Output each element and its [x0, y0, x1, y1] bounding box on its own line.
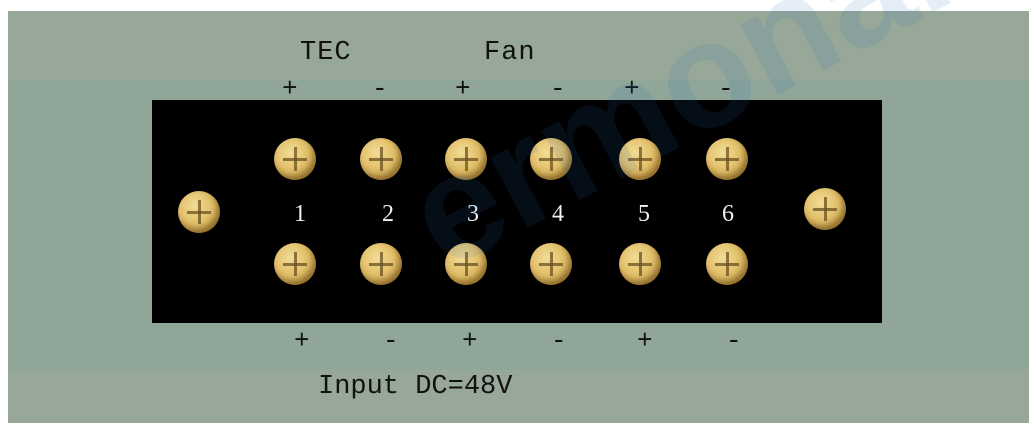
terminal-bottom-3: [445, 243, 487, 285]
bottom-sign-2: -: [383, 326, 399, 356]
top-sign-1: +: [282, 74, 298, 104]
terminal-bottom-2: [360, 243, 402, 285]
top-sign-4: -: [550, 74, 566, 104]
terminal-top-5: [619, 138, 661, 180]
terminal-top-1: [274, 138, 316, 180]
terminal-top-3: [445, 138, 487, 180]
terminal-right: [804, 188, 846, 230]
pin-number-4: 4: [552, 201, 564, 227]
top-sign-6: -: [718, 74, 734, 104]
terminal-left: [178, 191, 220, 233]
top-sign-5: +: [624, 74, 640, 104]
bottom-sign-1: +: [294, 326, 310, 356]
terminal-board: 1 2 3 4 5 6: [152, 100, 882, 323]
pin-number-5: 5: [638, 201, 650, 227]
pin-number-3: 3: [467, 201, 479, 227]
top-sign-2: -: [372, 74, 388, 104]
tec-label: TEC: [300, 38, 352, 68]
terminal-top-2: [360, 138, 402, 180]
terminal-top-4: [530, 138, 572, 180]
input-voltage-label: Input DC=48V: [318, 372, 513, 402]
pin-number-2: 2: [382, 201, 394, 227]
pin-number-1: 1: [294, 201, 306, 227]
bottom-sign-6: -: [726, 326, 742, 356]
terminal-bottom-5: [619, 243, 661, 285]
bottom-sign-4: -: [551, 326, 567, 356]
terminal-bottom-4: [530, 243, 572, 285]
bottom-sign-5: +: [637, 326, 653, 356]
terminal-top-6: [706, 138, 748, 180]
pin-number-6: 6: [722, 201, 734, 227]
terminal-bottom-1: [274, 243, 316, 285]
bottom-sign-3: +: [462, 326, 478, 356]
terminal-bottom-6: [706, 243, 748, 285]
top-sign-3: +: [455, 74, 471, 104]
fan-label: Fan: [484, 38, 536, 68]
